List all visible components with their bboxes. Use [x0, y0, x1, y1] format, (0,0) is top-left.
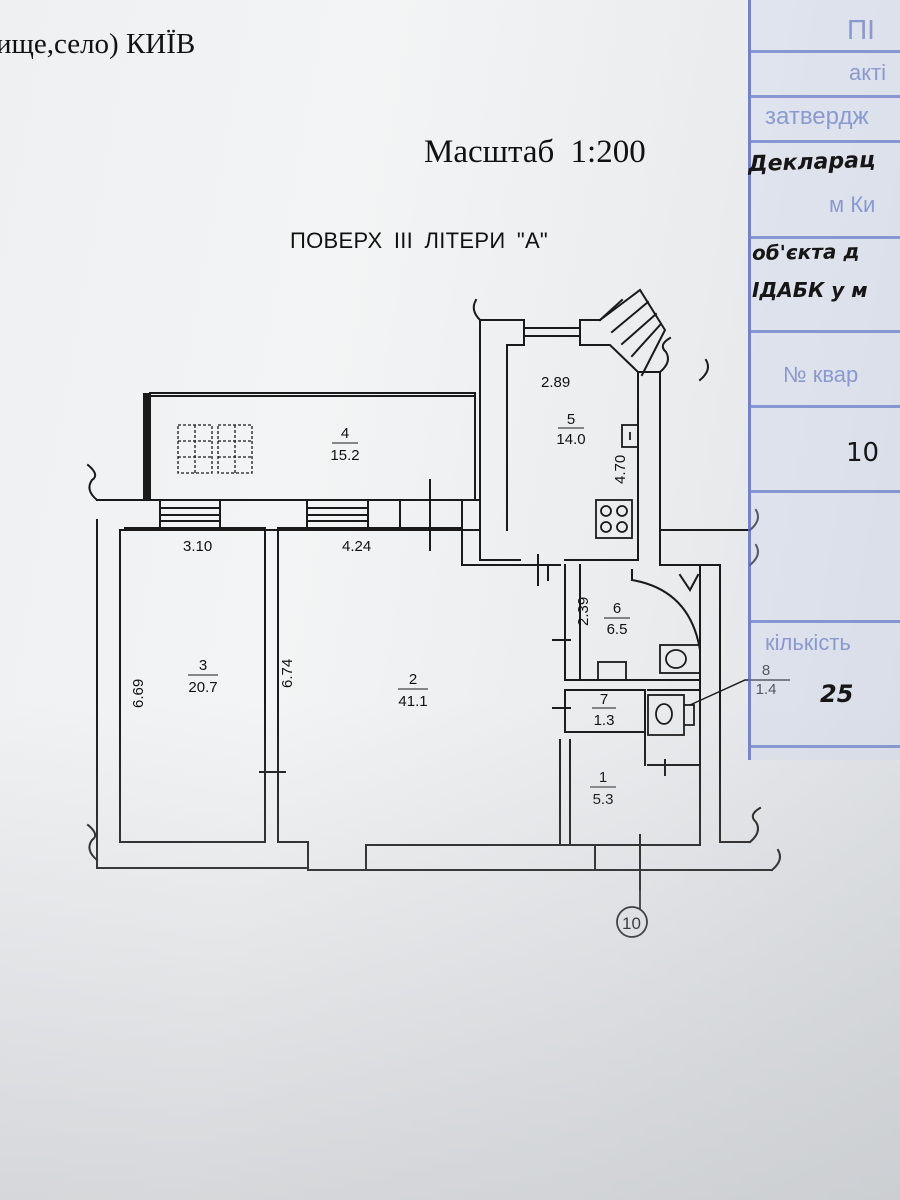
right-wall-outer [659, 379, 751, 531]
kitchen-outer [461, 499, 561, 566]
stamp-line [751, 620, 900, 623]
axis-label: 10 [622, 914, 641, 933]
approval-stamp: ПІ акті затвердж м Ки № квар кількість [748, 0, 900, 760]
break-top-right [658, 336, 709, 382]
handwritten-text: ІДАБК у м [752, 278, 868, 302]
bath6-mark [678, 573, 700, 592]
dimension-label: 3.10 [183, 538, 212, 555]
axis-marker: 10 [616, 880, 648, 938]
dimension-label: 2.89 [541, 374, 570, 391]
kitchen-left-wall [479, 319, 508, 531]
window-room2 [306, 499, 369, 529]
room-number: 5 [567, 411, 575, 428]
room-labels: 4 15.2 5 14.0 3 20.7 2 41.1 6 6.5 7 1.3 [188, 411, 776, 808]
room-number: 8 [762, 662, 770, 679]
kitchen-right-outer [637, 371, 701, 566]
kitchen-top [479, 319, 601, 346]
stamp-line [751, 745, 900, 748]
room-area: 1.3 [594, 712, 615, 729]
window-room3 [159, 499, 221, 529]
room-area: 1.4 [756, 681, 777, 698]
stamp-line [751, 95, 900, 98]
kitchen-right-top [579, 298, 640, 374]
break-left-bottom [86, 823, 99, 862]
bath6-walls [564, 564, 701, 681]
room-number: 3 [199, 657, 207, 674]
room-number: 6 [613, 600, 621, 617]
stairs-top [598, 288, 667, 377]
stamp-line [751, 330, 900, 333]
dimension-label: 6.74 [279, 659, 296, 688]
room-number: 7 [600, 691, 608, 708]
inner-wall-bottom [119, 841, 701, 871]
corridor-walls [559, 739, 571, 846]
dimension-label: 4.70 [612, 455, 629, 484]
dimension-label: 6.69 [130, 679, 147, 708]
stamp-line [751, 50, 900, 53]
room-area: 14.0 [556, 431, 585, 448]
break-right-bottom [748, 806, 781, 872]
stamp-line [751, 140, 900, 143]
partition-3-2 [264, 527, 279, 843]
break-right-mid [748, 508, 759, 567]
stamp-text: ПІ [847, 14, 875, 45]
stamp-text: № квар [783, 362, 859, 387]
floor-title: ПОВЕРХ ІІІ ЛІТЕРИ "А" [290, 228, 549, 253]
handwritten-text: Декларац [747, 147, 876, 178]
room-number: 4 [341, 425, 349, 442]
room-area: 20.7 [188, 679, 217, 696]
wc8-walls [647, 689, 701, 766]
stamp-text: кількість [765, 630, 851, 655]
room-area: 5.3 [593, 791, 614, 808]
balcony-wall [143, 393, 151, 501]
room-number: 2 [409, 671, 417, 688]
handwritten-text: 10 [846, 438, 880, 468]
dimension-label: 4.24 [342, 538, 371, 555]
stamp-text: м Ки [829, 192, 876, 217]
handwritten-text: об'єкта д [751, 239, 860, 265]
scale-label: Масштаб 1:200 [424, 134, 646, 170]
kitchen-window [523, 319, 581, 346]
room-area: 15.2 [330, 447, 359, 464]
break-top [472, 298, 482, 322]
balcony-top-rail [149, 392, 476, 397]
room-area: 41.1 [398, 693, 427, 710]
right-wall-mid [699, 564, 721, 846]
stamp-text: затвердж [765, 103, 869, 130]
bath6-door [630, 569, 702, 652]
room-area: 6.5 [607, 621, 628, 638]
dimension-label: 2.39 [575, 597, 592, 626]
stamp-line [751, 236, 900, 239]
outer-wall-bottom [96, 867, 773, 871]
stamp-text: акті [849, 60, 887, 85]
sink-icon [621, 424, 639, 448]
right-wall-lower [719, 564, 751, 843]
break-left-top [86, 463, 99, 502]
stamp-line [751, 405, 900, 408]
leader-line-8 [689, 679, 790, 706]
stove-icon [595, 499, 633, 539]
handwritten-text: 25 [820, 680, 854, 708]
room-number: 1 [599, 769, 607, 786]
city-header: ище,село) КИЇВ [0, 28, 196, 60]
balcony-grid-icon [177, 424, 253, 474]
stamp-line [751, 490, 900, 493]
